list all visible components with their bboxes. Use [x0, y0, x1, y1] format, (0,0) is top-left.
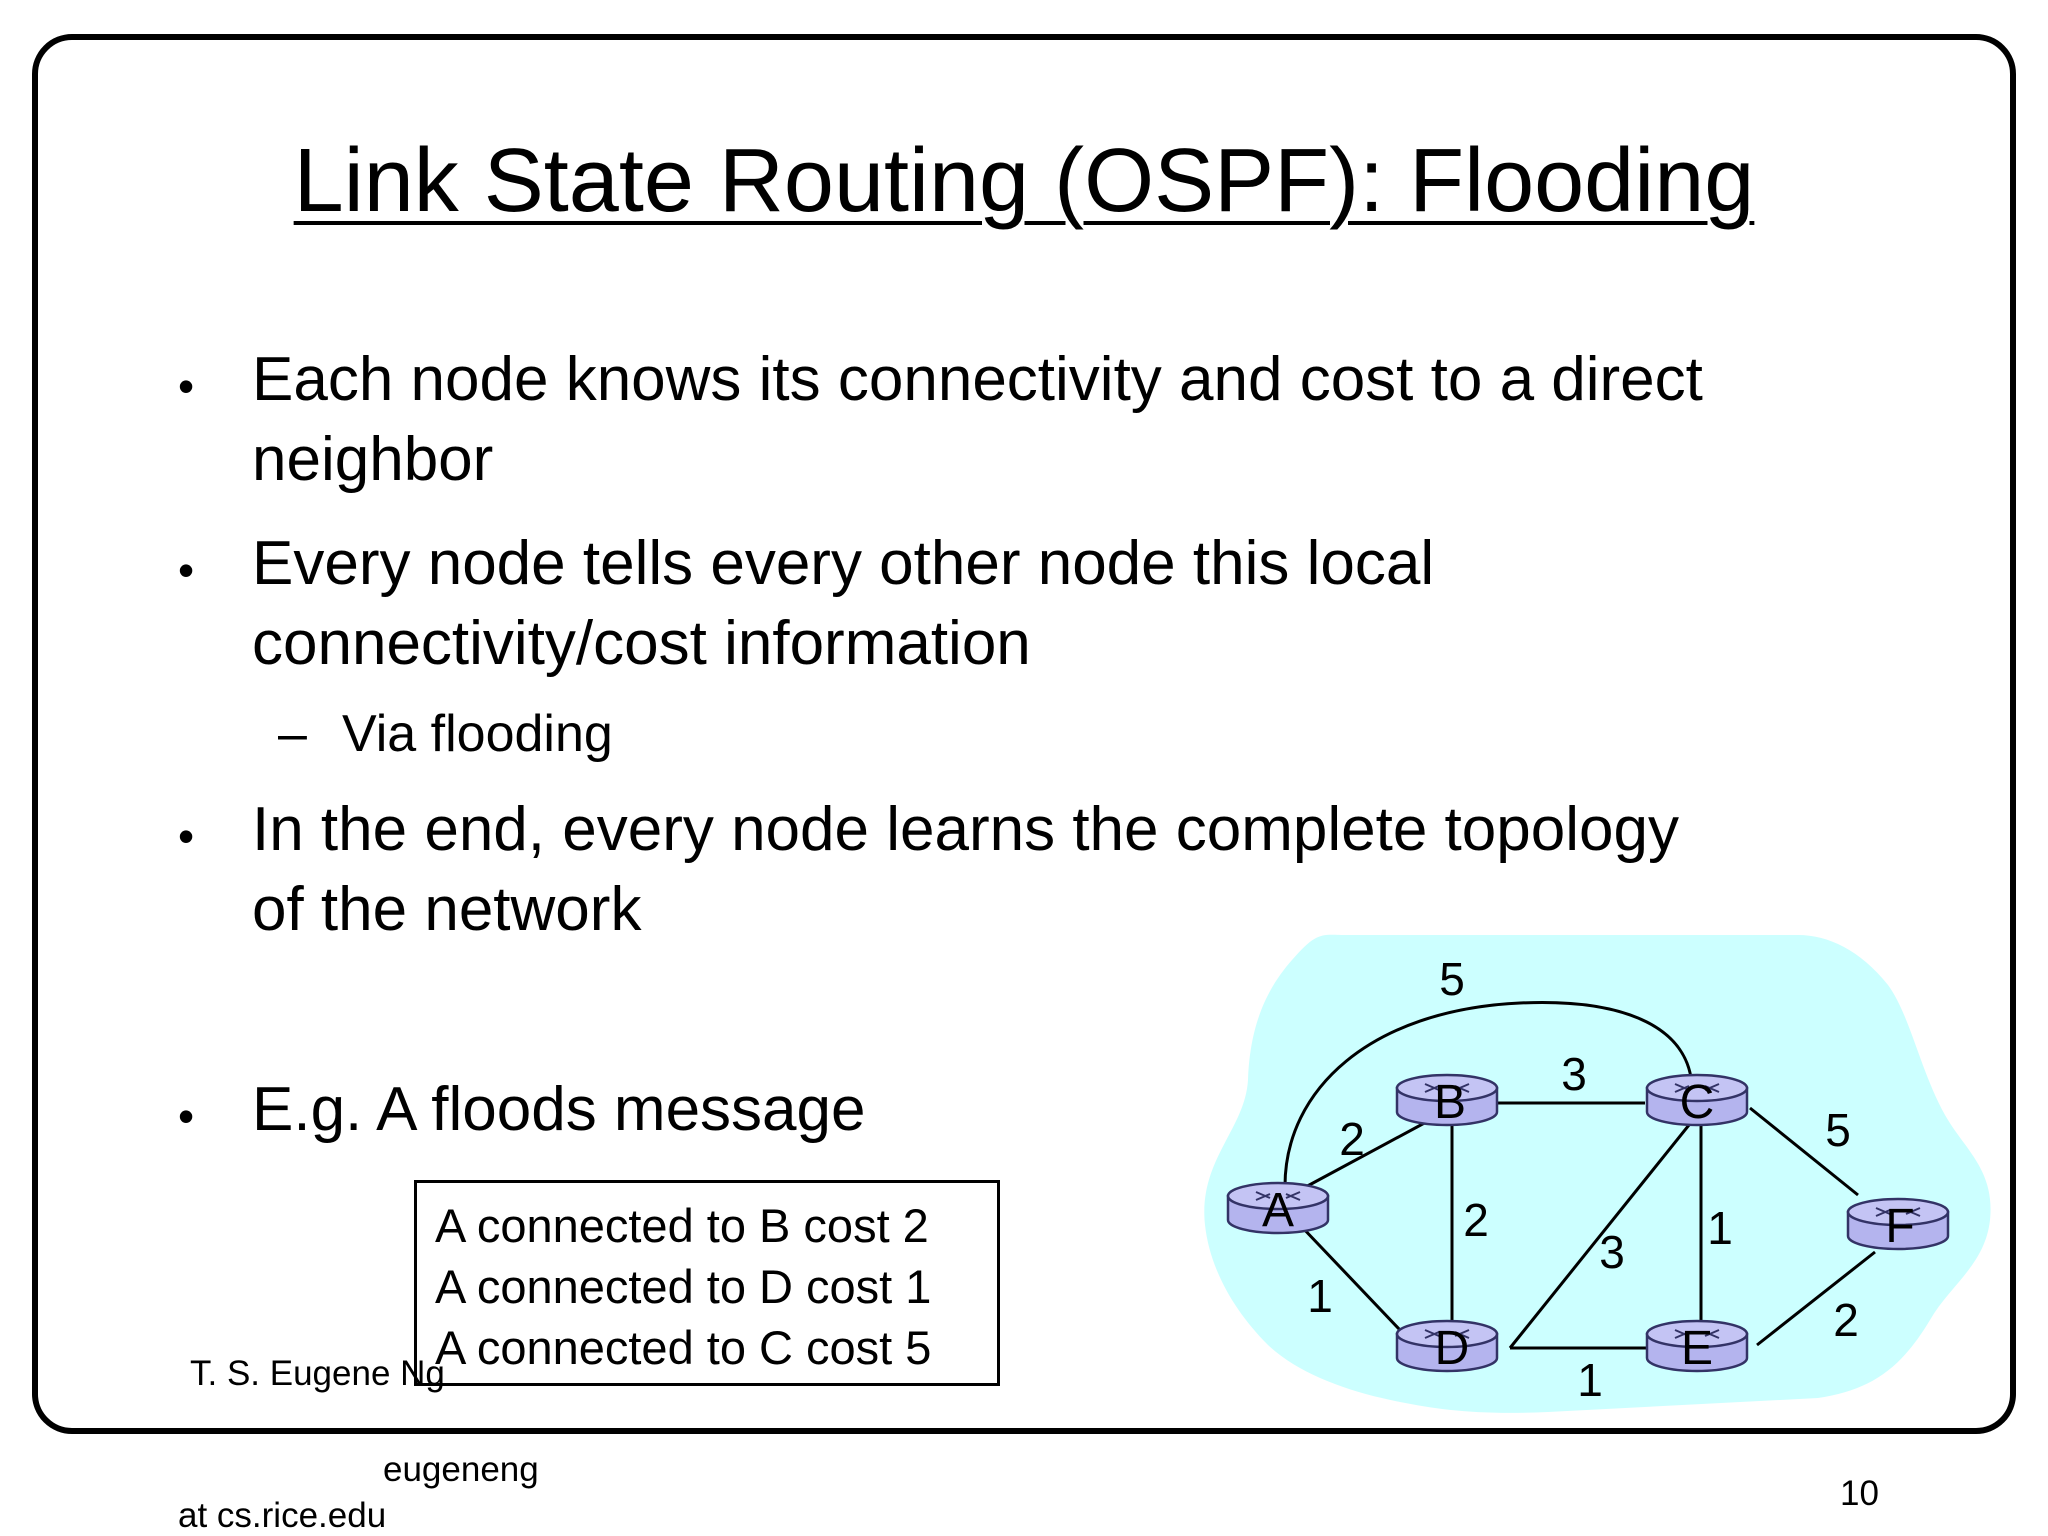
- bullet-marker: •: [178, 360, 195, 412]
- message-line-2: A connected to D cost 1: [435, 1260, 932, 1313]
- slide-title: Link State Routing (OSPF): Flooding: [293, 131, 1755, 231]
- sub-bullet-marker: –: [278, 705, 307, 763]
- bullet-3-line-1: In the end, every node learns the comple…: [252, 795, 1679, 864]
- bullet-3-line-2: of the network: [252, 875, 642, 944]
- bullet-2-line-2: connectivity/cost information: [252, 609, 1031, 678]
- footer-email-line-2: at cs.rice.edu: [178, 1496, 387, 1535]
- bullet-4-line-1: E.g. A floods message: [252, 1075, 866, 1144]
- page-number: 10: [1840, 1474, 1879, 1513]
- bullet-marker: •: [178, 1090, 195, 1142]
- footer-author: T. S. Eugene Ng: [190, 1354, 445, 1393]
- bullet-marker: •: [178, 810, 195, 862]
- slide-frame: [32, 34, 2016, 1434]
- bullet-1-line-1: Each node knows its connectivity and cos…: [252, 345, 1703, 414]
- flood-message-box: A connected to B cost 2 A connected to D…: [414, 1180, 1000, 1386]
- bullet-2-line-1: Every node tells every other node this l…: [252, 529, 1435, 598]
- message-line-1: A connected to B cost 2: [435, 1199, 929, 1252]
- bullet-1-line-2: neighbor: [252, 425, 494, 494]
- message-line-3: A connected to C cost 5: [435, 1321, 932, 1374]
- sub-bullet-via-flooding: Via flooding: [342, 705, 613, 763]
- bullet-marker: •: [178, 544, 195, 596]
- footer-email-line-1: eugeneng: [383, 1450, 539, 1489]
